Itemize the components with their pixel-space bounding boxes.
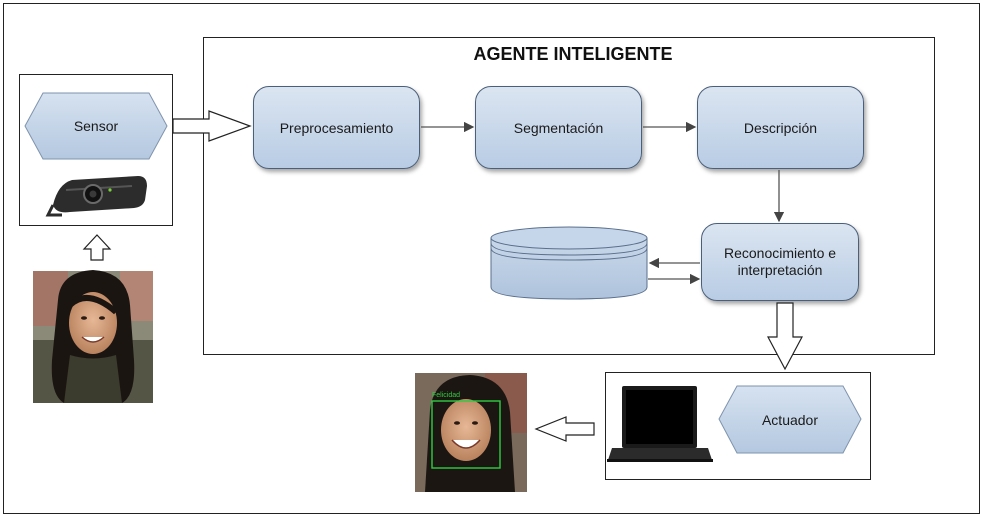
webcam-icon	[45, 176, 147, 217]
laptop-icon	[607, 386, 713, 462]
input-face-photo	[33, 270, 153, 403]
node-actuador: Actuador	[761, 411, 819, 428]
detection-box	[431, 400, 501, 469]
actuator-hexagon	[718, 385, 862, 454]
node-segmentacion: Segmentación	[475, 86, 642, 169]
arrow-face-to-sensor	[82, 234, 112, 261]
node-descripcion: Descripción	[697, 86, 864, 169]
detection-label: Felicidad	[432, 392, 461, 399]
arrow-actuator-to-output	[534, 416, 595, 442]
sensor-hexagon	[24, 92, 168, 160]
node-sensor: Sensor	[73, 118, 119, 134]
database-icon	[490, 226, 648, 300]
node-preprocesamiento: Preprocesamiento	[253, 86, 420, 169]
node-reconocimiento: Reconocimiento e interpretación	[701, 223, 859, 301]
agent-title: AGENTE INTELIGENTE	[473, 44, 673, 64]
diagram-frame	[3, 3, 980, 514]
arrow-agent-to-actuator	[767, 302, 803, 371]
arrow-sensor-to-agent	[172, 110, 252, 142]
output-face-photo	[415, 373, 527, 492]
